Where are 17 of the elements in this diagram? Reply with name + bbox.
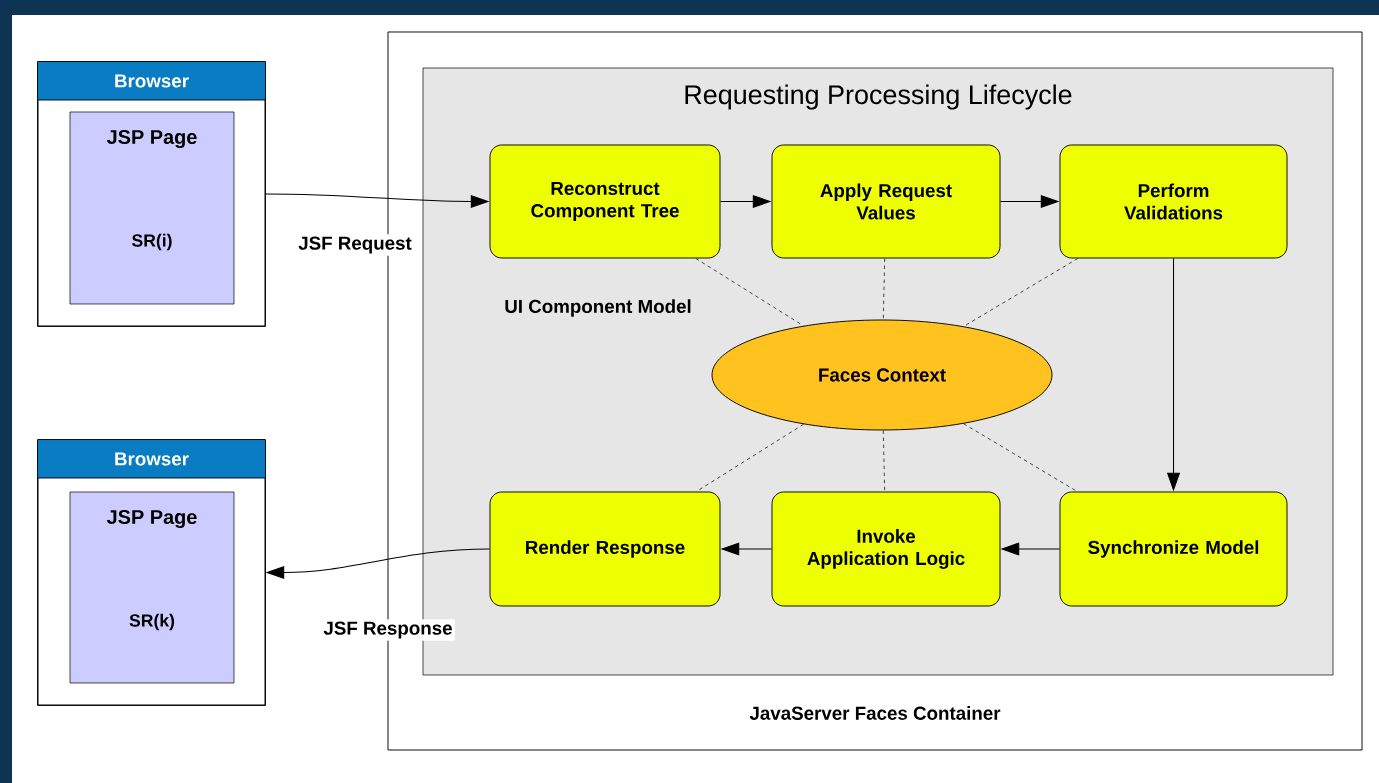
connector-line — [963, 423, 1078, 492]
connector-line — [882, 258, 886, 320]
phase-box: Synchronize Model — [1059, 491, 1288, 607]
connector-line — [963, 258, 1079, 327]
edge-label: JSF Request — [295, 234, 415, 256]
connector-line — [696, 423, 804, 492]
connector-line — [882, 430, 886, 492]
phase-box: Invoke Application Logic — [771, 491, 1001, 607]
phase-box: Perform Validations — [1059, 144, 1288, 259]
phase-box: Render Response — [489, 491, 721, 607]
page-box: JSP Page SR(k) — [69, 491, 235, 684]
connector-line — [695, 258, 804, 327]
phase-box: Apply Request Values — [771, 144, 1001, 259]
phase-box: Reconstruct Component Tree — [489, 144, 721, 259]
page-box: JSP Page SR(i) — [69, 111, 235, 305]
edge-label: UI Component Model — [501, 296, 695, 320]
edge-label: JSF Response — [321, 619, 455, 641]
